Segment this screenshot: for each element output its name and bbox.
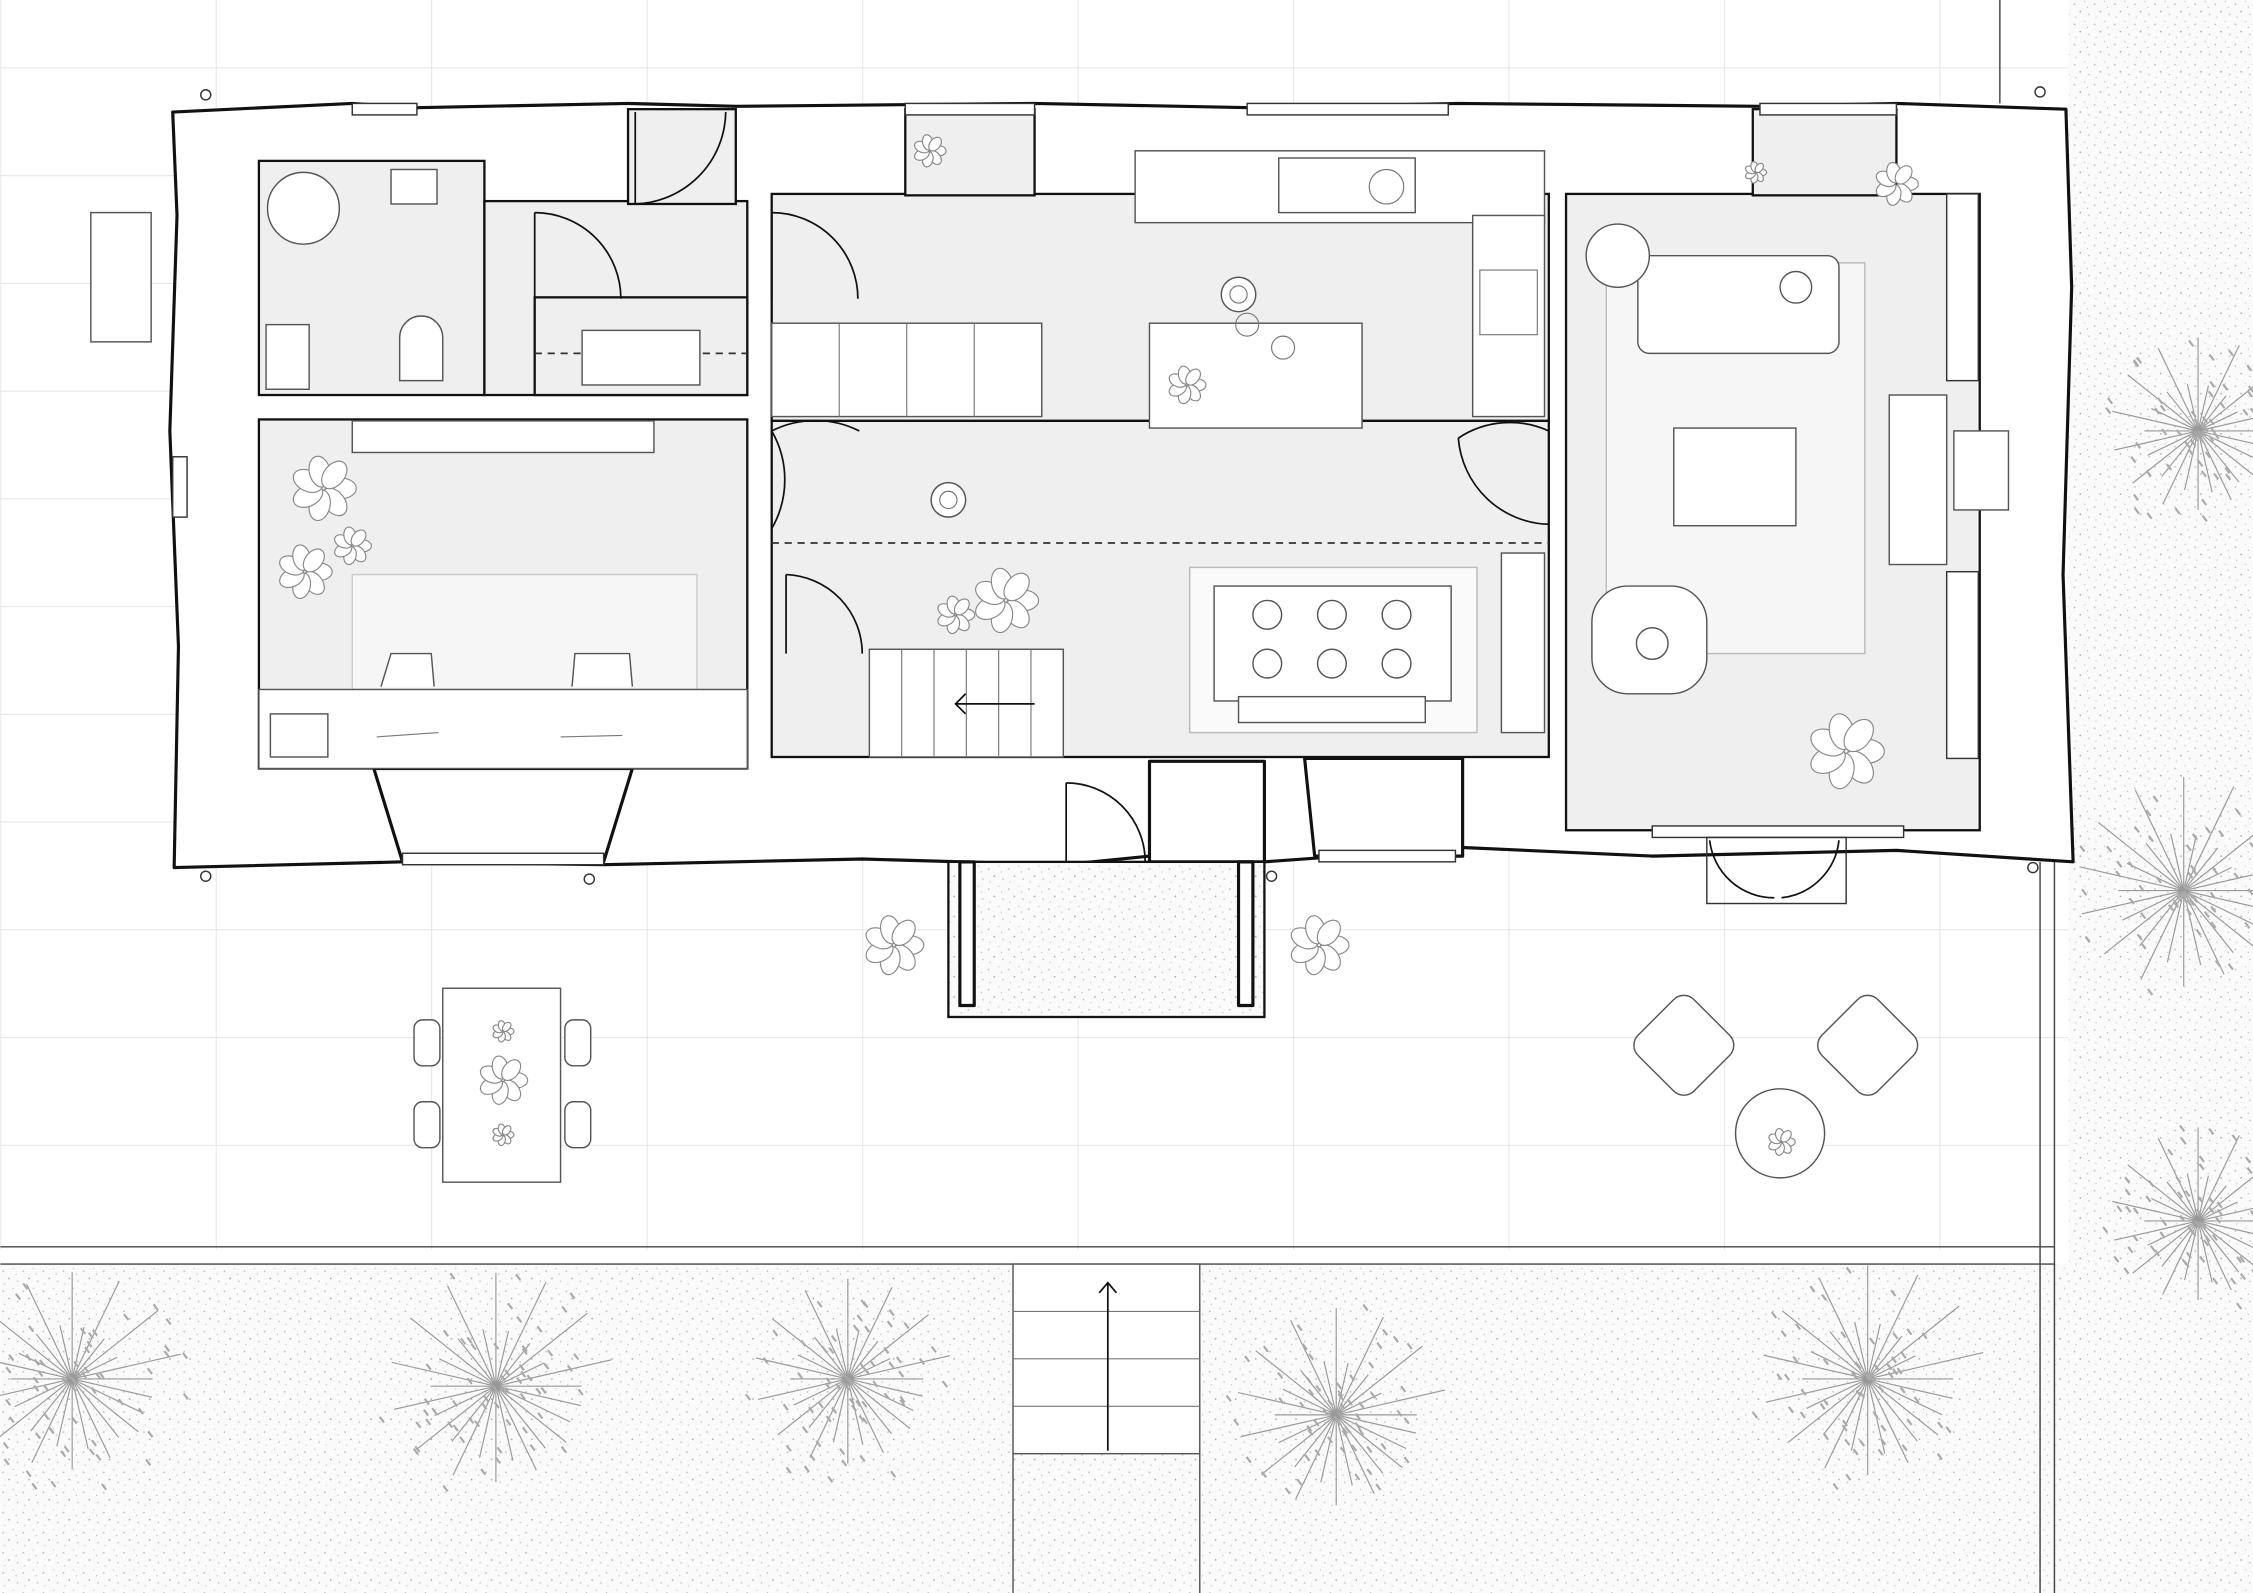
hall-wall-stub (1149, 761, 1264, 862)
window (1247, 103, 1448, 114)
porch-wall (1239, 862, 1253, 1006)
shower-tray (266, 325, 309, 390)
printer (270, 714, 327, 757)
coffee-table (1674, 428, 1796, 526)
window (1947, 194, 1979, 381)
bookshelf (1501, 553, 1544, 733)
kitchen-counter-side (1473, 215, 1545, 416)
person-icon (1780, 271, 1812, 303)
office-chair (381, 654, 434, 687)
window (352, 103, 417, 114)
desk (259, 689, 747, 768)
person-icon (931, 483, 965, 517)
window (905, 103, 1034, 114)
plate (1253, 600, 1282, 629)
toilet (400, 316, 443, 381)
window (173, 457, 187, 517)
window (1760, 103, 1896, 114)
sideboard (1889, 395, 1946, 564)
sofa (1638, 256, 1839, 354)
window-bay (374, 768, 633, 861)
utility-sink (582, 330, 700, 385)
window (403, 853, 604, 864)
window (1652, 826, 1903, 837)
shelf-unit (352, 421, 654, 453)
washbasin (391, 169, 437, 203)
living-window-niche (1753, 109, 1897, 195)
plate (1382, 649, 1411, 678)
window (1947, 572, 1979, 759)
kitchen-sink (1279, 158, 1415, 213)
plate (1318, 600, 1347, 629)
gravel-strip-right (2069, 0, 2253, 1264)
window (1319, 850, 1455, 861)
plate (1253, 649, 1282, 678)
side-bench (91, 213, 151, 342)
office-chair (572, 654, 632, 687)
wall-sink (1954, 431, 2009, 510)
window-bay (1305, 758, 1463, 856)
person-icon (1221, 277, 1255, 311)
plate (1318, 649, 1347, 678)
entrance-porch (948, 862, 1264, 1017)
plate (1382, 600, 1411, 629)
person-icon (1636, 628, 1668, 660)
floor-lamp (1586, 224, 1649, 287)
dining-bench (1239, 697, 1426, 723)
porch-wall (960, 862, 974, 1006)
bathtub-round (268, 172, 340, 244)
